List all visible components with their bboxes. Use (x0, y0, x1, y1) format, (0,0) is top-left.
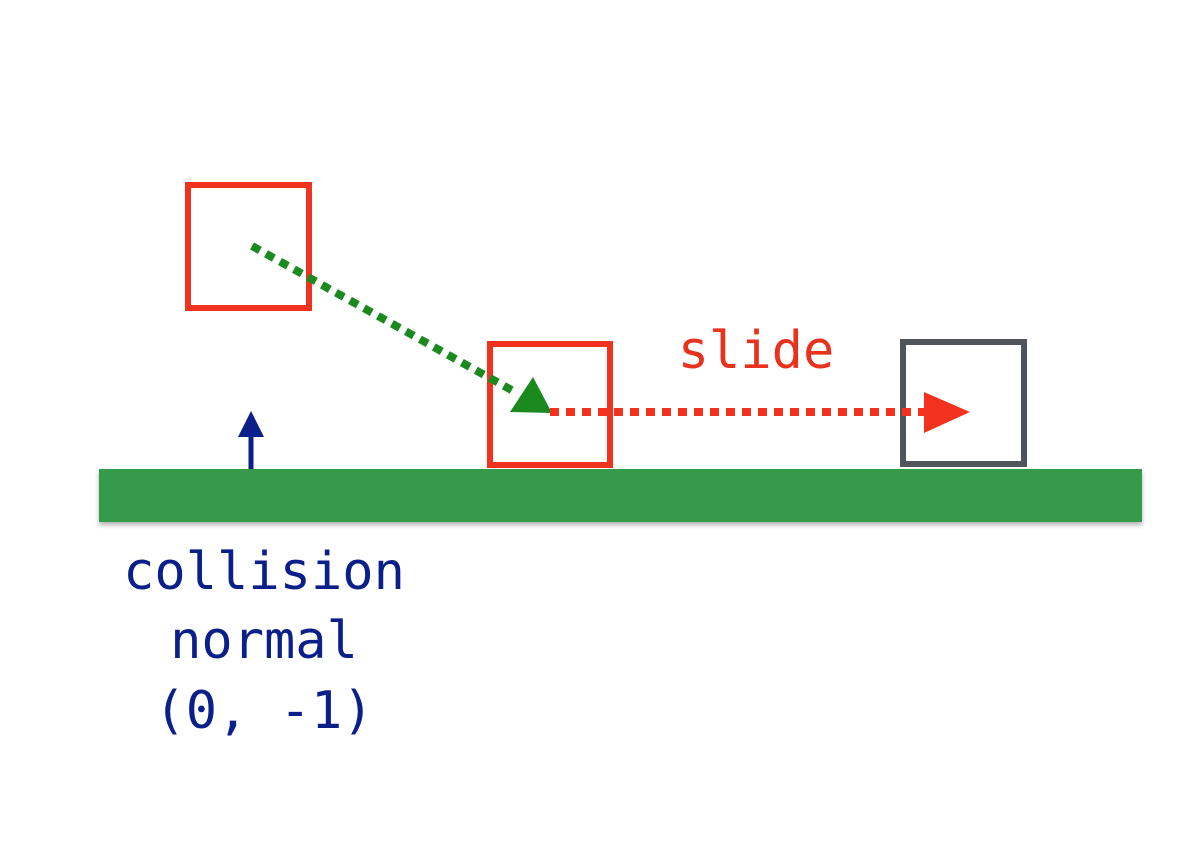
slide-label: slide (678, 321, 835, 381)
normal-arrowhead (238, 411, 264, 437)
motion-arrowhead (510, 377, 552, 413)
floor (99, 469, 1142, 522)
collision-box (487, 341, 613, 468)
normal-label-line2: normal (170, 611, 358, 671)
normal-label-line3: (0, -1) (154, 681, 373, 741)
final-box (900, 339, 1027, 467)
motion-path (250, 242, 517, 396)
normal-label-line1: collision (123, 542, 405, 602)
slide-arrowhead (924, 392, 970, 433)
start-box (185, 182, 312, 311)
